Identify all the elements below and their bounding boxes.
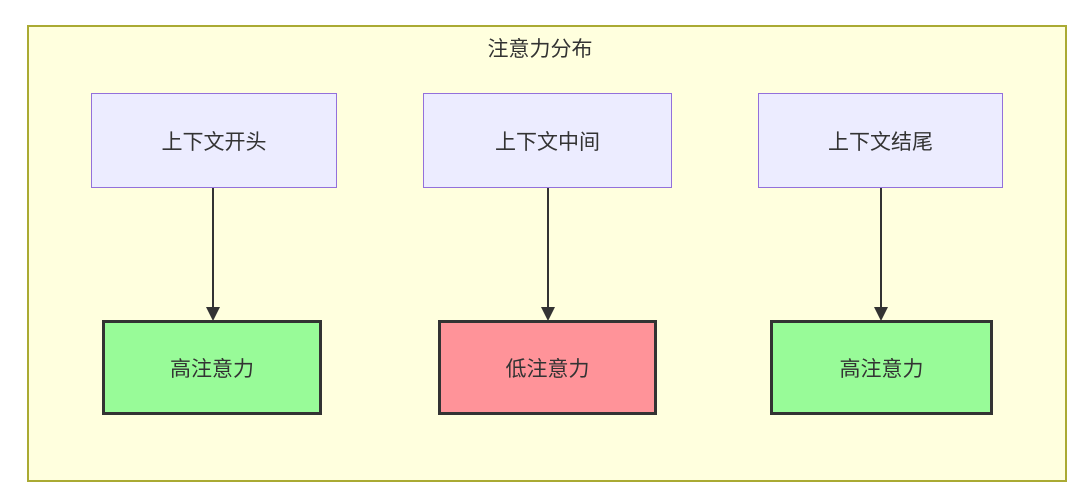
arrowhead-icon <box>541 307 555 321</box>
edge-line <box>880 188 882 307</box>
node-label: 上下文中间 <box>495 130 600 154</box>
node-context-middle: 上下文中间 <box>423 93 672 188</box>
arrowhead-icon <box>874 307 888 321</box>
node-context-start: 上下文开头 <box>91 93 337 188</box>
node-label: 低注意力 <box>505 357 590 381</box>
edge-line <box>212 188 214 307</box>
node-attention-low-middle: 低注意力 <box>438 320 657 415</box>
node-label: 高注意力 <box>170 357 254 381</box>
node-attention-high-left: 高注意力 <box>102 320 322 415</box>
node-label: 上下文结尾 <box>828 130 933 154</box>
node-label: 上下文开头 <box>161 130 267 154</box>
node-attention-high-right: 高注意力 <box>770 320 993 415</box>
diagram-title: 注意力分布 <box>487 38 593 61</box>
node-context-end: 上下文结尾 <box>758 93 1003 188</box>
edge-line <box>547 188 549 307</box>
arrowhead-icon <box>206 307 220 321</box>
node-label: 高注意力 <box>839 357 924 381</box>
